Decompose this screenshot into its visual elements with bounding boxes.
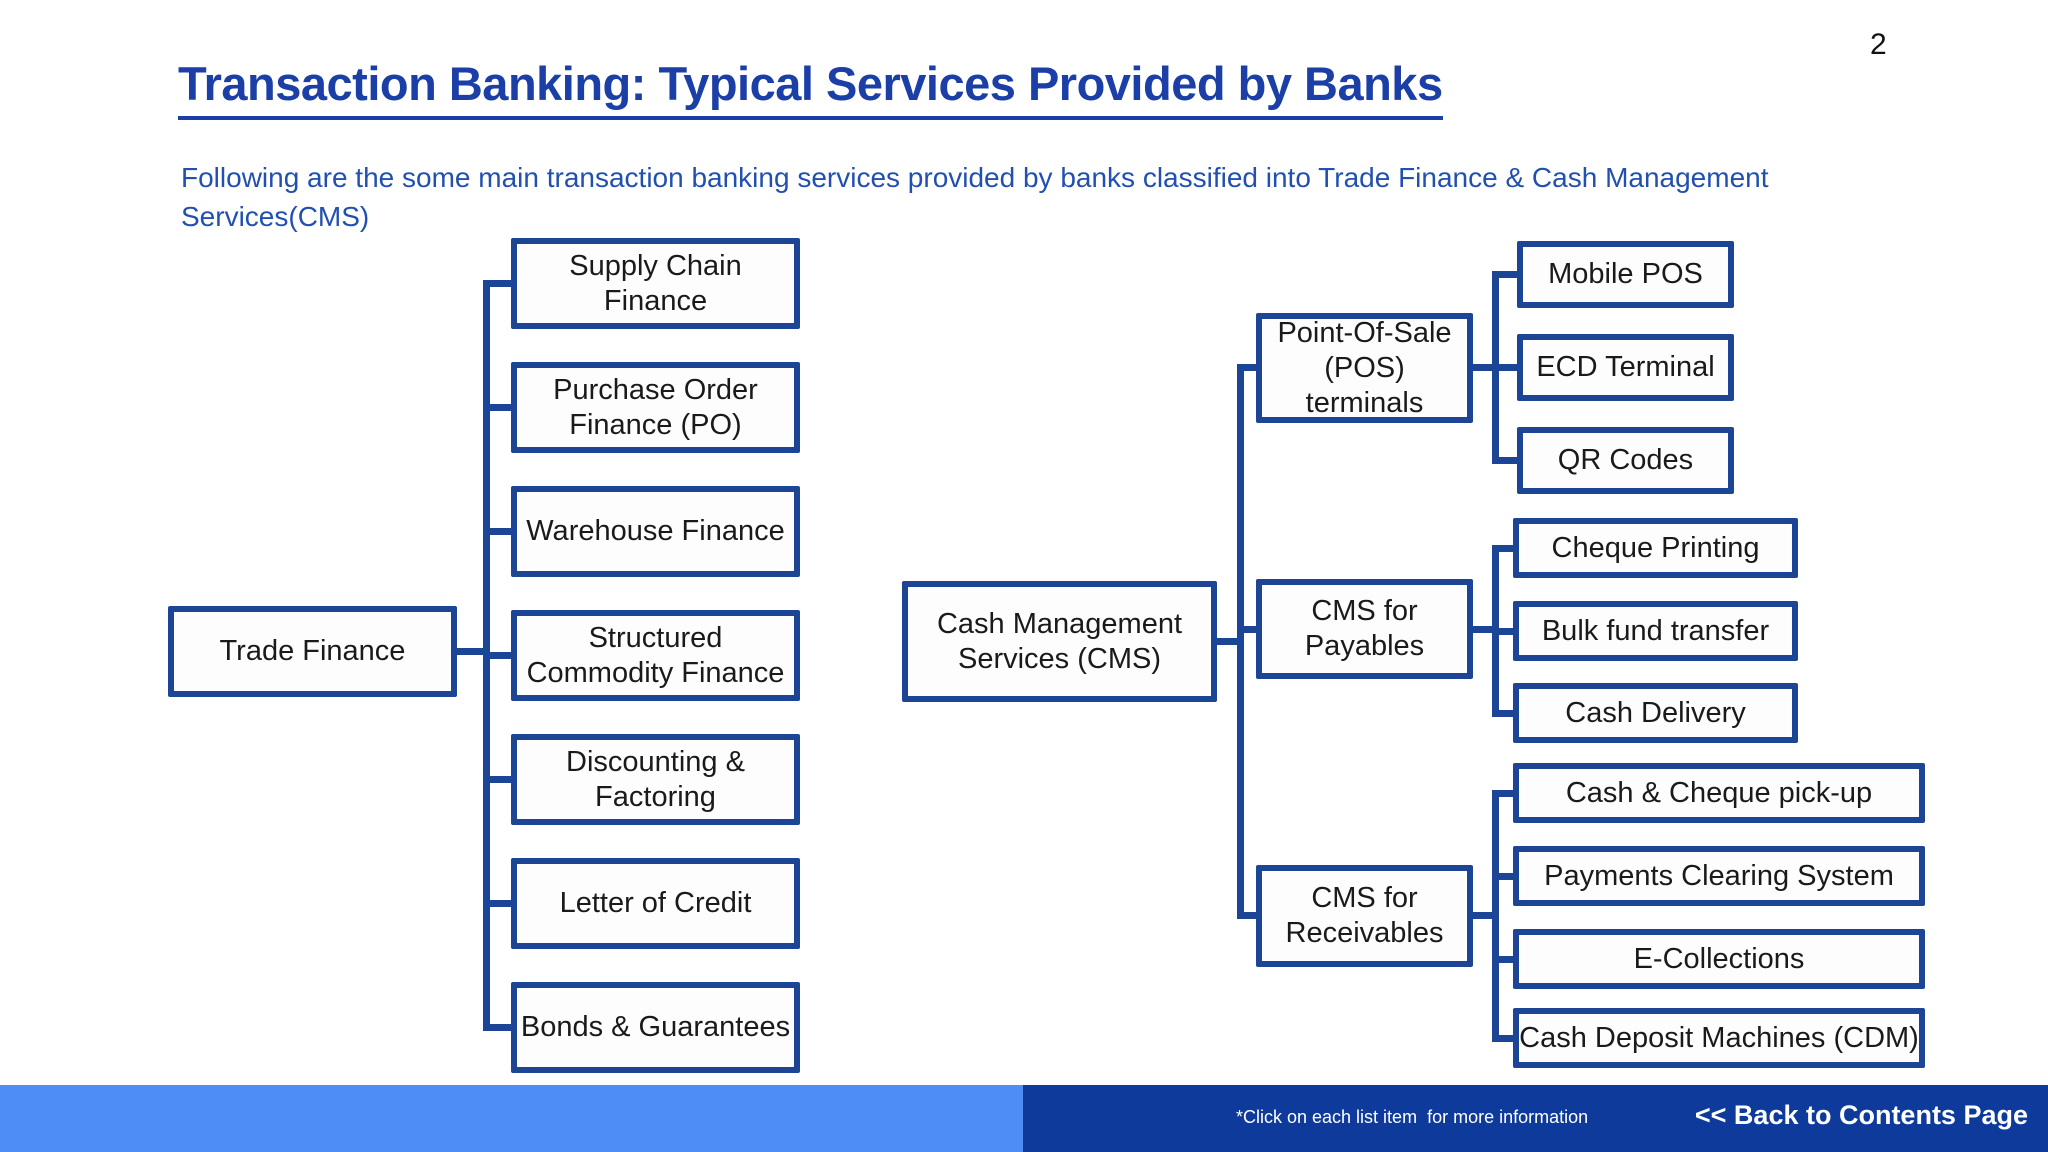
connector-line bbox=[488, 652, 511, 659]
back-to-contents-link[interactable]: << Back to Contents Page bbox=[1694, 1100, 2028, 1130]
connector-line bbox=[488, 1024, 511, 1031]
connector-line bbox=[1496, 271, 1517, 278]
connector-line bbox=[1496, 457, 1517, 464]
connector-line bbox=[488, 280, 511, 287]
connector-line bbox=[1496, 1035, 1516, 1042]
node-ecd-terminal[interactable]: ECD Terminal bbox=[1517, 334, 1734, 401]
connector-line bbox=[1496, 790, 1516, 797]
connector-line bbox=[1242, 364, 1258, 371]
node-qr-codes[interactable]: QR Codes bbox=[1517, 427, 1734, 494]
node-warehouse-finance[interactable]: Warehouse Finance bbox=[511, 486, 800, 577]
pos-subtrunk-line bbox=[1492, 271, 1499, 464]
cms-root-connector bbox=[1214, 638, 1240, 645]
node-cash-cheque-pickup[interactable]: Cash & Cheque pick-up bbox=[1513, 763, 1925, 823]
connector-line bbox=[488, 404, 511, 411]
connector-line bbox=[1496, 545, 1516, 552]
connector-line bbox=[1496, 628, 1516, 635]
node-purchase-order-finance[interactable]: Purchase Order Finance (PO) bbox=[511, 362, 800, 453]
connector-line bbox=[1242, 912, 1258, 919]
connector-line bbox=[1473, 912, 1494, 919]
footer-note: *Click on each list item for more inform… bbox=[1236, 1107, 1589, 1127]
connector-line bbox=[1473, 626, 1494, 633]
node-structured-commodity-finance[interactable]: Structured Commodity Finance bbox=[511, 610, 800, 701]
trade-root-connector bbox=[455, 648, 485, 655]
node-cms-for-payables[interactable]: CMS for Payables bbox=[1256, 579, 1473, 679]
node-bulk-fund-transfer[interactable]: Bulk fund transfer bbox=[1513, 601, 1798, 661]
node-trade-finance[interactable]: Trade Finance bbox=[168, 606, 457, 697]
connector-line bbox=[1473, 364, 1494, 371]
cms-trunk-line bbox=[1237, 364, 1244, 919]
connector-line bbox=[1496, 956, 1516, 963]
node-discounting-factoring[interactable]: Discounting & Factoring bbox=[511, 734, 800, 825]
connector-line bbox=[1496, 364, 1517, 371]
node-cash-delivery[interactable]: Cash Delivery bbox=[1513, 683, 1798, 743]
page-number: 2 bbox=[1870, 28, 1887, 61]
node-payments-clearing-system[interactable]: Payments Clearing System bbox=[1513, 846, 1925, 906]
node-pos-terminals[interactable]: Point-Of-Sale (POS) terminals bbox=[1256, 313, 1473, 423]
connector-line bbox=[488, 900, 511, 907]
node-supply-chain-finance[interactable]: Supply Chain Finance bbox=[511, 238, 800, 329]
node-cash-deposit-machines[interactable]: Cash Deposit Machines (CDM) bbox=[1513, 1008, 1925, 1068]
trade-trunk-line bbox=[483, 280, 490, 1031]
node-bonds-guarantees[interactable]: Bonds & Guarantees bbox=[511, 982, 800, 1073]
connector-line bbox=[1496, 710, 1516, 717]
page-subtitle: Following are the some main transaction … bbox=[181, 162, 1769, 232]
connector-line bbox=[1242, 626, 1258, 633]
node-cms-for-receivables[interactable]: CMS for Receivables bbox=[1256, 865, 1473, 967]
node-cheque-printing[interactable]: Cheque Printing bbox=[1513, 518, 1798, 578]
connector-line bbox=[488, 776, 511, 783]
payables-subtrunk-line bbox=[1492, 545, 1499, 717]
connector-line bbox=[488, 528, 511, 535]
node-e-collections[interactable]: E-Collections bbox=[1513, 929, 1925, 989]
receivables-subtrunk-line bbox=[1492, 790, 1499, 1042]
footer-light-bar bbox=[0, 1085, 1023, 1152]
footer-dark-bar bbox=[1023, 1085, 2048, 1152]
connector-line bbox=[1496, 873, 1516, 880]
node-mobile-pos[interactable]: Mobile POS bbox=[1517, 241, 1734, 308]
page-title: Transaction Banking: Typical Services Pr… bbox=[178, 56, 1443, 120]
node-cash-management-services[interactable]: Cash Management Services (CMS) bbox=[902, 581, 1217, 702]
node-letter-of-credit[interactable]: Letter of Credit bbox=[511, 858, 800, 949]
